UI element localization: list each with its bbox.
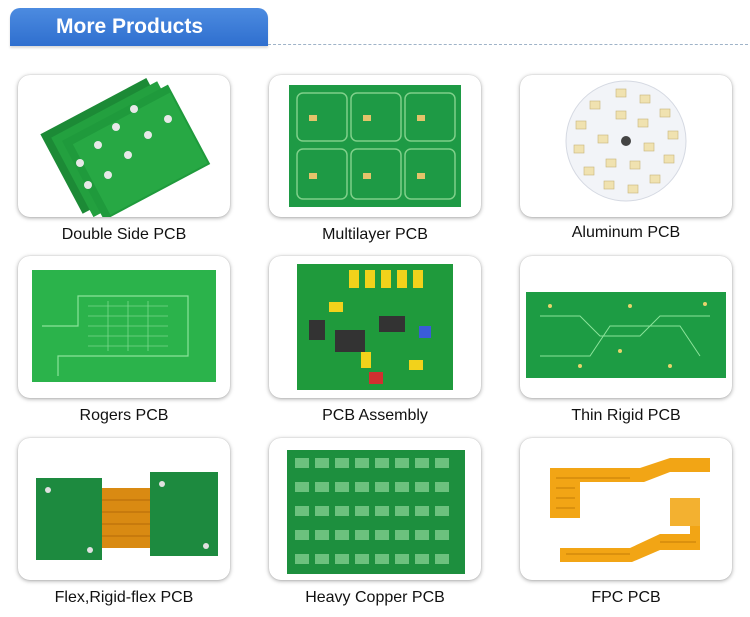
product-card-flex-rigid[interactable] <box>18 438 230 580</box>
section-title: More Products <box>56 15 204 38</box>
product-card-assembly[interactable] <box>269 256 481 398</box>
header-divider <box>268 44 748 45</box>
fpc-pcb-image <box>550 458 710 562</box>
product-label[interactable]: Thin Rigid PCB <box>571 407 681 424</box>
flex-rigid-pcb-image <box>36 472 218 560</box>
aluminum-pcb-image <box>565 80 687 202</box>
product-card-rogers[interactable] <box>18 256 230 398</box>
product-label[interactable]: Aluminum PCB <box>571 224 681 241</box>
heavy-copper-pcb-image <box>287 450 465 574</box>
product-label[interactable]: Double Side PCB <box>61 226 187 243</box>
double-side-pcb-image <box>40 77 211 217</box>
product-card-double-side[interactable] <box>18 75 230 217</box>
product-label[interactable]: PCB Assembly <box>322 407 428 424</box>
product-label[interactable]: Heavy Copper PCB <box>305 589 445 606</box>
product-card-heavy-copper[interactable] <box>269 438 481 580</box>
product-card-fpc[interactable] <box>520 438 732 580</box>
rogers-pcb-image <box>32 270 216 382</box>
product-card-thin-rigid[interactable] <box>520 256 732 398</box>
product-label[interactable]: Rogers PCB <box>79 407 169 424</box>
product-label[interactable]: Multilayer PCB <box>322 226 428 243</box>
product-label[interactable]: Flex,Rigid-flex PCB <box>54 589 194 606</box>
pcb-assembly-image <box>297 264 453 390</box>
product-label[interactable]: FPC PCB <box>591 589 661 606</box>
multilayer-pcb-image <box>289 85 461 207</box>
section-title-tab: More Products <box>10 8 268 46</box>
product-card-multilayer[interactable] <box>269 75 481 217</box>
thin-rigid-pcb-image <box>526 292 726 378</box>
product-card-aluminum[interactable] <box>520 75 732 217</box>
